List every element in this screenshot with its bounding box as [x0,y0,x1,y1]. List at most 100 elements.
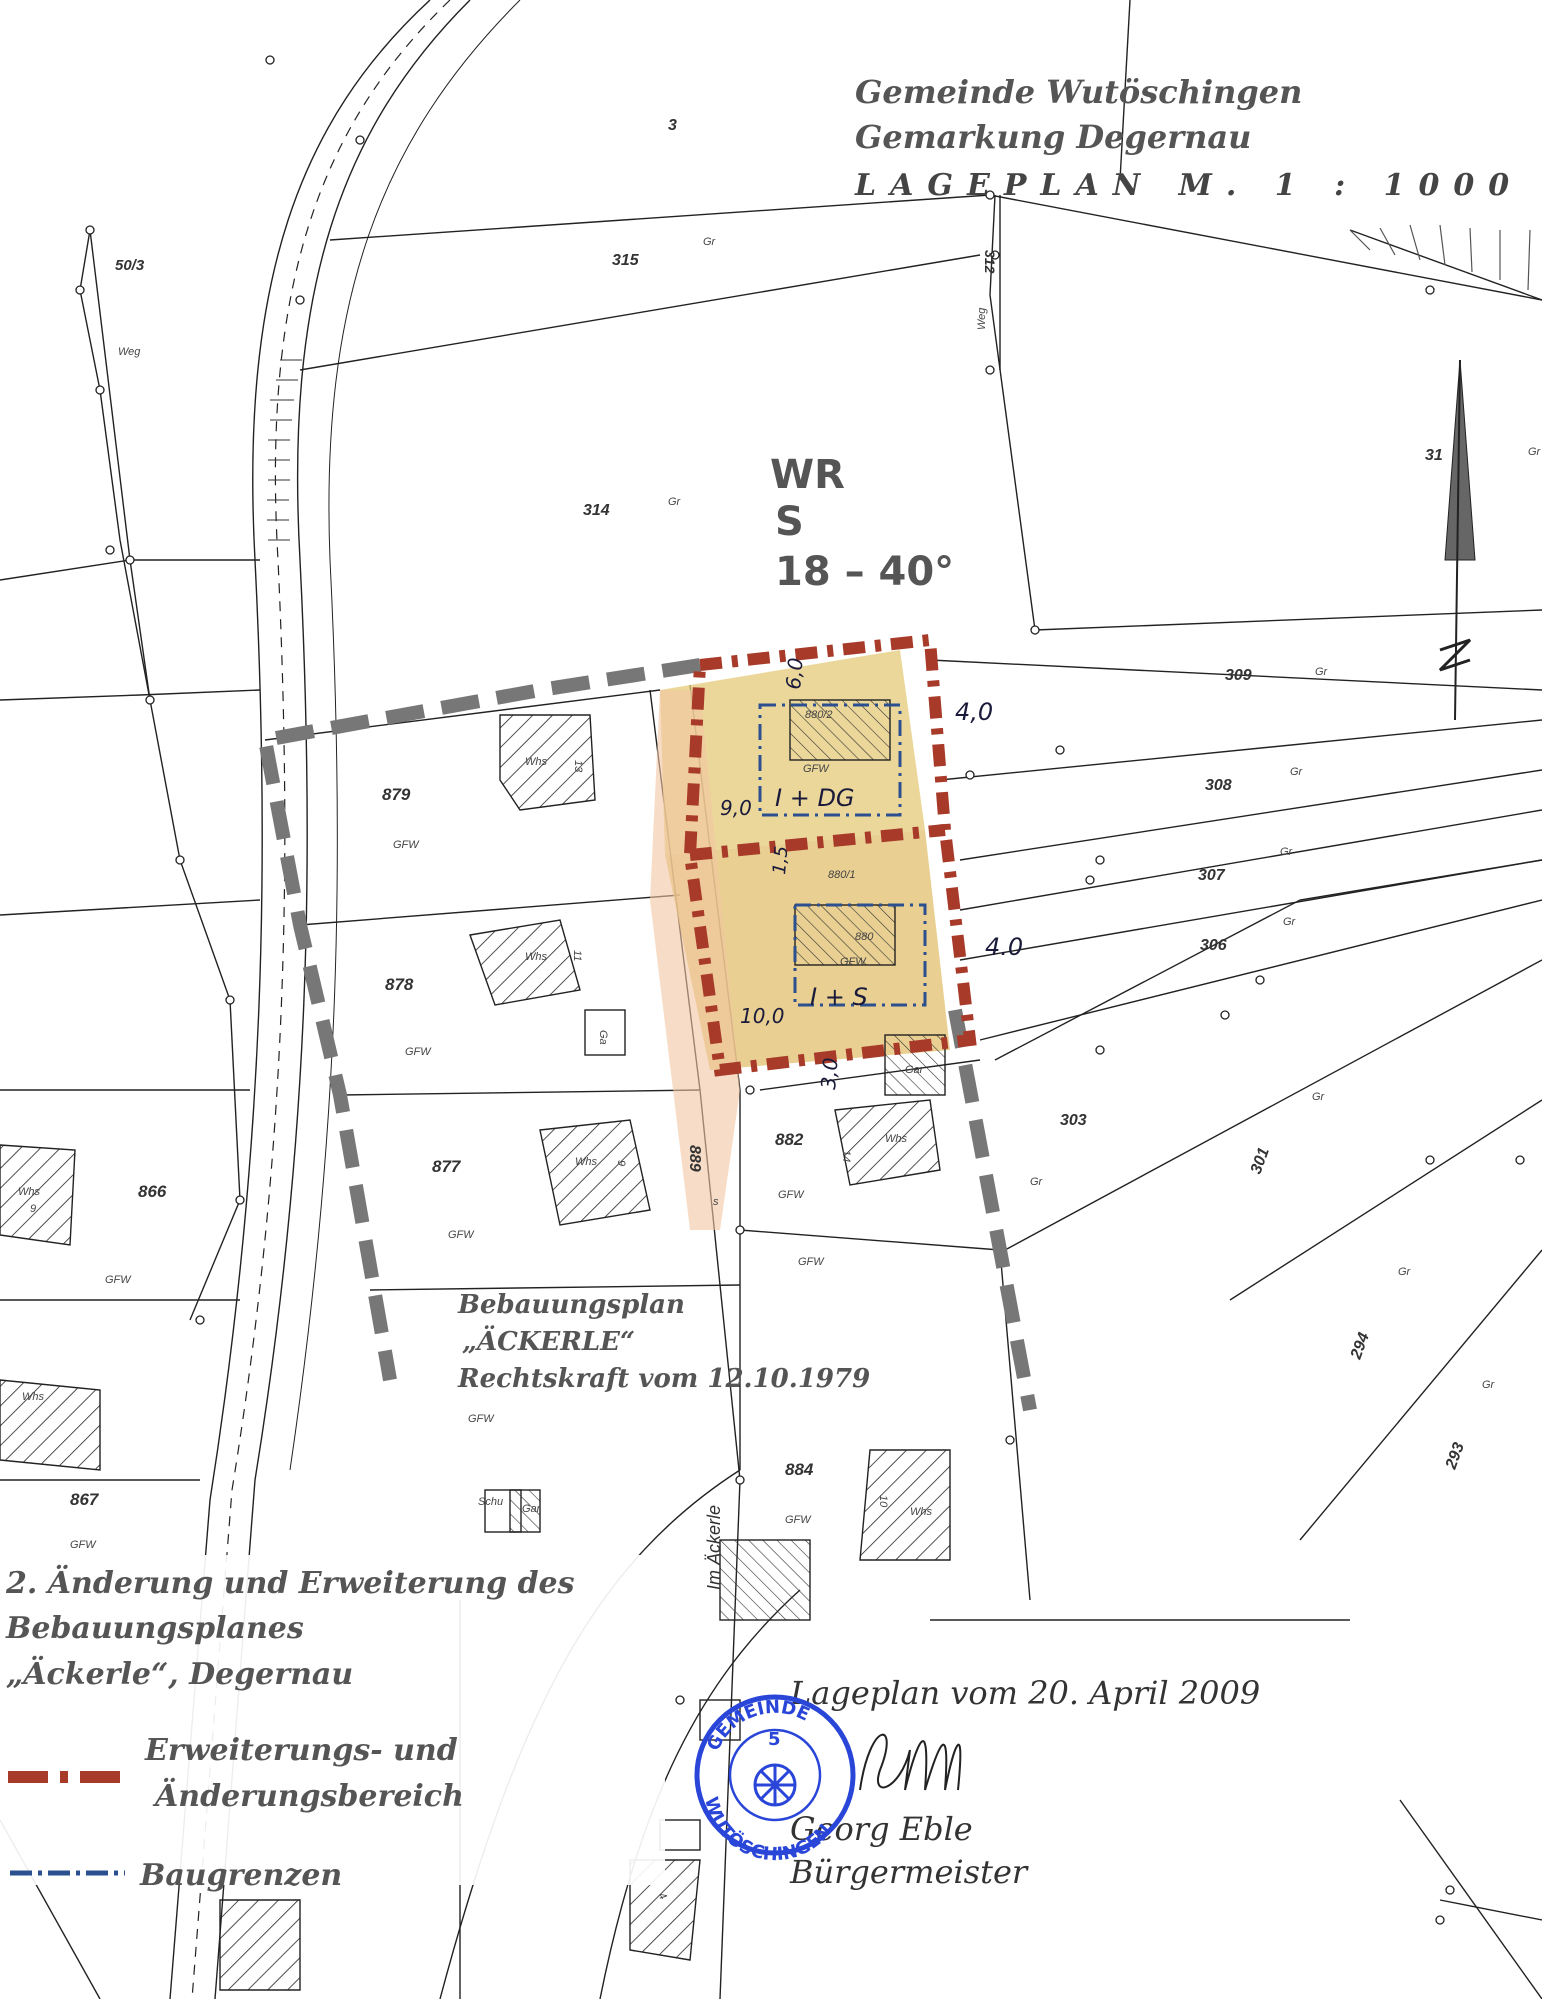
house-number: 9 [615,1160,627,1166]
label-gr: Gr [1312,1091,1326,1103]
mayor-name: Georg Eble [790,1810,973,1848]
plan-date: Lageplan vom 20. April 2009 [789,1674,1260,1712]
house-number: 10 [877,1495,889,1508]
parcel-label: 294 [1347,1330,1372,1362]
label-gar: Gar [905,1064,925,1076]
parcel-label: 882 [775,1130,804,1149]
label-s: s [713,1196,719,1208]
plan-boundary [256,658,1037,1412]
parcel-label: 307 [1198,867,1226,884]
seal-number: 5 [768,1729,781,1750]
plan-note-validity: Rechtskraft vom 12.10.1979 [457,1364,870,1394]
label-gr: Gr [1280,846,1294,858]
road-edge-ticks [267,359,302,541]
signature-scribble [859,1733,962,1791]
label-gfw: GFW [105,1274,132,1286]
label-whs: Whs [910,1506,933,1518]
legend-change-area-line2: Änderungsbereich [152,1777,464,1814]
parcel-label: 879 [382,785,411,804]
label-whs: Whs [885,1133,908,1145]
parcel-label: 314 [583,502,610,519]
parcel-label: 880/1 [828,869,856,881]
label-weg: Weg [118,346,141,358]
seal-emblem-icon [753,1763,797,1807]
house-number: 4 [655,1891,668,1902]
dim-1-5: 1,5 [769,845,792,875]
label-gr: Gr [703,236,717,248]
dim-4-0-upper: 4,0 [955,698,993,726]
label-whs: Whs [22,1391,45,1403]
label-gr: Gr [1398,1266,1412,1278]
parcel-label: 867 [70,1490,100,1509]
zoning-use: WR [770,452,845,498]
dim-6-0: 6,0 [781,657,808,691]
hand-annotations: 6,0 4,0 9,0 I + DG 1,5 4.0 10,0 I + S 3,… [720,657,1023,1091]
label-gr: Gr [1290,766,1304,778]
existing-buildings [0,714,951,1991]
house-numbers: 13 11 9 14 10 9 4 [30,760,889,1902]
label-gfw: GFW [468,1413,495,1425]
label-whs: Whs [575,1156,598,1168]
dim-3-0: 3,0 [816,1057,843,1091]
parcel-label: 293 [1442,1440,1467,1472]
title-municipality: Gemeinde Wutöschingen [855,73,1302,111]
title-district: Gemarkung Degernau [855,118,1251,156]
change-title-line2: Bebauungsplanes [5,1611,304,1646]
change-title-line1: 2. Änderung und Erweiterung des [5,1564,575,1601]
plan-note-title: Bebauungsplan [457,1290,685,1320]
zoning-roof-pitch: 18 – 40° [775,549,954,595]
parcel-label: 880/2 [805,709,833,721]
label-whs: Whs [525,951,548,963]
label-gr: Gr [1315,666,1329,678]
legend: Erweiterungs- und Änderungsbereich Baugr… [8,1733,464,1893]
title-scale: LAGEPLAN M. 1 : 1000 [854,168,1523,203]
mayor-role: Bürgermeister [789,1853,1029,1891]
north-arrow [1438,359,1476,721]
label-gr: Gr [1528,446,1542,458]
label-gr: Gr [1030,1176,1044,1188]
building-limit-lines [758,703,927,1007]
parcel-label: 312 [982,250,998,274]
lower-left-panel [0,1555,665,1885]
label-gfw: GFW [778,1189,805,1201]
label-gfw: GFW [803,763,830,775]
storey-i-dg: I + DG [775,784,855,812]
small-labels: Gr Gr Gr Gr Gr Gr Gr Gr Gr Gr Gr GFW GFW… [18,236,1542,1551]
parcel-label: 866 [138,1182,167,1201]
hatched-corner [1349,224,1531,291]
label-whs: Whs [18,1186,41,1198]
parcel-label: 3 [668,117,677,134]
parcel-label: 889 [686,1145,703,1172]
label-gr: Gr [1283,916,1297,928]
parcel-labels: 3 315 314 312 31 309 308 307 306 303 301… [70,117,1468,1509]
label-gfw: GFW [448,1229,475,1241]
label-gfw: GFW [393,839,420,851]
parcel-label: 50/3 [115,257,145,274]
parcel-label: 878 [385,975,414,994]
label-gas: Ga [597,1030,609,1045]
plan-note-name: „ÄCKERLE“ [462,1325,635,1357]
parcel-label: 308 [1205,777,1232,794]
label-gr: Gr [1482,1379,1496,1391]
label-gfw: GFW [70,1539,97,1551]
parcel-label: 884 [785,1460,814,1479]
label-gfw: GFW [840,956,867,968]
house-number: 11 [571,950,583,961]
parcel-label: 877 [432,1157,462,1176]
change-title-line3: „Äckerle“, Degernau [6,1655,353,1692]
parcel-label: 880 [855,931,874,943]
house-number: 9 [30,1203,36,1215]
dim-4-0-lower: 4.0 [985,933,1023,961]
label-schu: Schu [478,1496,503,1508]
label-gfw: GFW [798,1256,825,1268]
storey-i-s: I + S [810,983,868,1011]
dim-9-0: 9,0 [720,796,752,820]
house-number: 13 [572,760,584,773]
label-gfw: GFW [405,1046,432,1058]
parcel-label: 31 [1425,447,1443,464]
proposed-buildings [789,699,896,966]
change-area-boundary [683,633,977,1077]
label-gar: Gar [522,1503,542,1515]
label-gr: Gr [668,496,682,508]
